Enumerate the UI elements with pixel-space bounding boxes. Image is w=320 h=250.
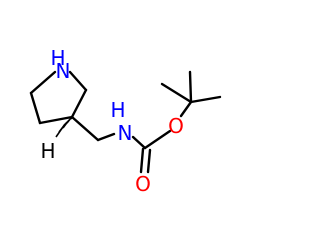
bond-tbu-methyl-top (188, 70, 193, 104)
bond-n-c2 (29, 70, 57, 95)
atom-labels: H N H N H O O (40, 46, 183, 196)
bond-tbu-methyl-right (189, 95, 222, 104)
wedge-hash (55, 123, 66, 138)
atom-ring-h: H (50, 46, 65, 70)
bond-c3-c4 (38, 115, 74, 125)
bond-c4-c5 (70, 88, 88, 119)
bond-c-o-double-2 (146, 148, 152, 174)
bond-c5-n (68, 70, 88, 92)
side-chain (70, 70, 222, 174)
bond-c4-ch2 (70, 115, 100, 142)
atom-ester-o: O (168, 114, 184, 138)
pyrrolidine-ring (29, 70, 88, 125)
bond-c2-c3 (29, 91, 42, 125)
bond-o-tbu (179, 100, 193, 118)
atom-stereo-h: H (40, 139, 55, 163)
bond-c-o-double-1 (139, 147, 145, 174)
bond-tbu-methyl-left (160, 82, 193, 104)
bond-co-o-ester (143, 129, 172, 150)
atom-ring-n: N (56, 59, 71, 83)
atom-carbonyl-o: O (135, 172, 151, 196)
atom-amide-h: H (110, 98, 125, 122)
structure-diagram: H N H N H O O (29, 46, 222, 196)
atom-amide-n: N (118, 121, 133, 145)
bond-nh-co (131, 135, 147, 150)
bond-ch2-nh (96, 132, 116, 142)
